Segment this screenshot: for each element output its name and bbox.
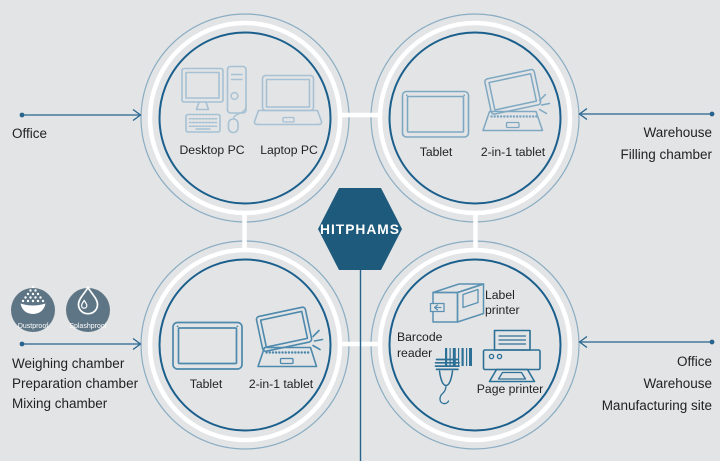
label-manufacturing-site: Manufacturing site: [602, 398, 712, 413]
white-connectors: [242, 112, 478, 347]
laptop-pc-icon: [253, 74, 323, 126]
arrowhead-left: [578, 107, 588, 121]
dust-bowl-icon: [20, 285, 46, 314]
tablet-icon-warehouse: [401, 90, 470, 138]
label-warehouse-2: Warehouse: [643, 376, 712, 391]
barcode-reader-icon: [434, 348, 472, 405]
badge-circle: [66, 288, 110, 332]
desktop-pc-label: Desktop PC: [179, 143, 244, 157]
label-printer-label-line2: printer: [485, 303, 520, 317]
circle-chamber-devices: [158, 258, 332, 432]
tablet-label-chamber: Tablet: [190, 377, 223, 391]
desktop-pc-icon: [181, 65, 247, 134]
badge-dustproof: Dustproof: [11, 285, 55, 332]
arrow-office-warehouse-site: [578, 335, 715, 349]
laptop-pc-label: Laptop PC: [260, 143, 318, 157]
badge-splashproof-label: Splashproof: [69, 323, 106, 330]
arrow-warehouse-filling: [578, 107, 715, 121]
arrowhead-right: [132, 337, 142, 351]
arrows: [19, 107, 715, 351]
two-in-one-label-warehouse: 2-in-1 tablet: [481, 145, 546, 159]
circle-office-devices: [158, 31, 332, 205]
scanner-gun-icon: [434, 358, 460, 405]
label-office: Office: [12, 126, 47, 141]
water-drop-icon: [77, 285, 99, 315]
circle-warehouse-devices: [388, 31, 562, 205]
label-weighing-chamber: Weighing chamber: [12, 356, 125, 371]
hitphams-hexagon: [318, 188, 402, 270]
arrowhead-right: [132, 108, 142, 122]
tablet-label-warehouse: Tablet: [420, 145, 453, 159]
label-printer-label-line1: Label: [485, 288, 515, 302]
node-rings: [140, 13, 580, 450]
barcode-reader-label-line1: Barcode: [397, 330, 443, 344]
label-office-2: Office: [677, 354, 712, 369]
label-printer-icon: [429, 283, 485, 323]
two-in-one-tablet-icon-chamber: [255, 306, 324, 368]
badge-splashproof: Splashproof: [66, 285, 110, 332]
barcode-reader-label-line2: reader: [397, 346, 432, 360]
label-mixing-chamber: Mixing chamber: [12, 396, 108, 411]
label-preparation-chamber: Preparation chamber: [12, 376, 139, 391]
barcode-icon: [445, 348, 472, 366]
badge-dustproof-label: Dustproof: [18, 323, 48, 330]
detach-marks-icon: [538, 93, 551, 115]
label-warehouse: Warehouse: [643, 125, 712, 140]
page-printer-label: Page printer: [477, 382, 543, 396]
arrowhead-left: [578, 335, 588, 349]
two-in-one-label-chamber: 2-in-1 tablet: [249, 377, 314, 391]
circle-printer-devices: [388, 258, 562, 432]
arrow-office: [19, 108, 142, 122]
hitphams-label: HITPHAMS: [320, 221, 400, 237]
arrow-chambers: [19, 337, 142, 351]
page-printer-icon: [482, 329, 541, 383]
tablet-icon-chamber: [172, 321, 243, 370]
label-filling-chamber: Filling chamber: [620, 147, 712, 162]
two-in-one-tablet-icon-warehouse: [482, 68, 551, 132]
detach-marks-icon: [312, 329, 324, 351]
